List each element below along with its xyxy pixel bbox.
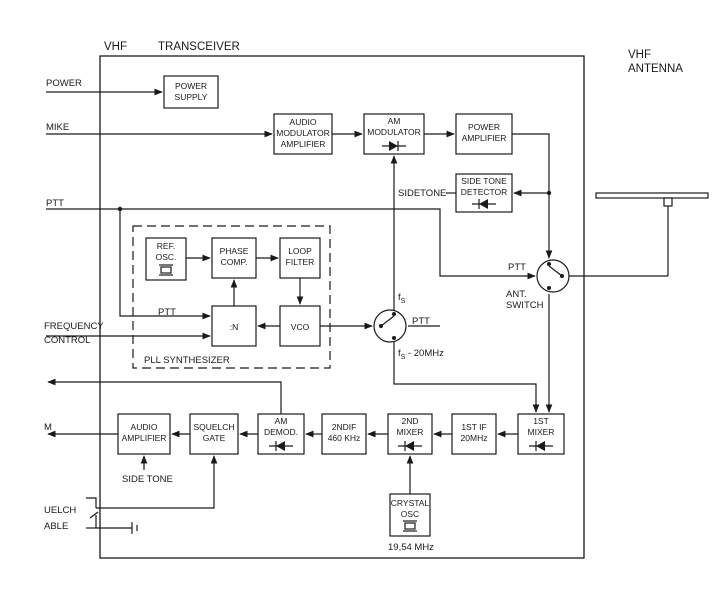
crystal-freq-label: 19,54 MHz <box>388 542 434 553</box>
am-demod-block: AM DEMOD. <box>257 413 305 455</box>
svg-text:GATE: GATE <box>203 433 226 443</box>
svg-text:AMPLIFIER: AMPLIFIER <box>281 139 326 149</box>
audio-amplifier-block: AUDIO AMPLIFIER <box>117 413 171 455</box>
am-modulator-diode-icon <box>382 141 406 151</box>
svg-text:2NDIF: 2NDIF <box>332 422 357 432</box>
squelch-input-label: UELCH <box>44 505 76 516</box>
sidetone-label: SIDETONE <box>398 188 446 199</box>
pll-synthesizer-frame <box>132 225 331 369</box>
svg-text:AMPLIFIER: AMPLIFIER <box>122 433 167 443</box>
svg-text::N: :N <box>230 322 239 332</box>
transceiver-frame <box>99 55 585 559</box>
svg-text:DETECTOR: DETECTOR <box>461 187 508 197</box>
vhf-title: VHF <box>104 41 127 53</box>
able-input-label: ABLE <box>44 521 68 532</box>
svg-text:20MHz: 20MHz <box>461 433 488 443</box>
ref-osc-crystal-icon <box>159 264 173 276</box>
svg-text:OSC: OSC <box>401 509 419 519</box>
power-amplifier-block: POWER AMPLIFIER <box>455 113 513 155</box>
first-if-block: 1ST IF 20MHz <box>451 413 497 455</box>
svg-text:AUDIO: AUDIO <box>290 117 317 127</box>
ant-switch-label-line1: ANT. <box>506 289 527 300</box>
side-tone-diode-icon <box>472 199 496 209</box>
svg-text:AM: AM <box>275 416 288 426</box>
svg-text:MODULATOR: MODULATOR <box>276 128 330 138</box>
connections <box>46 88 553 534</box>
svg-text:OSC.: OSC. <box>156 252 177 262</box>
svg-text:PHASE: PHASE <box>220 246 249 256</box>
svg-text:COMP.: COMP. <box>221 257 248 267</box>
svg-text:2ND: 2ND <box>401 416 418 426</box>
antenna-icon <box>569 192 709 277</box>
svg-text:1ST IF: 1ST IF <box>461 422 486 432</box>
svg-text:AM: AM <box>388 116 401 126</box>
antenna-title-line2: ANTENNA <box>628 63 683 75</box>
power-input-label: POWER <box>46 78 82 89</box>
side-tone-bottom-label: SIDE TONE <box>122 474 173 485</box>
svg-text:AUDIO: AUDIO <box>131 422 158 432</box>
svg-text:LOOP: LOOP <box>288 246 312 256</box>
ref-osc-block: REF. OSC. <box>145 237 187 281</box>
ptt-switch-label: PTT <box>508 262 526 273</box>
crystal-osc-block: CRYSTAL OSC <box>389 493 431 537</box>
am-demod-diode-icon <box>269 441 293 451</box>
ptt-input-label: PTT <box>46 198 64 209</box>
ptt-vco-label: PTT <box>412 316 430 327</box>
crystal-osc-crystal-icon <box>403 520 417 532</box>
fs-minus-20mhz-label: fS - 20MHz <box>398 348 444 361</box>
first-mixer-block: 1ST MIXER <box>517 413 565 455</box>
svg-text:460 KHz: 460 KHz <box>328 433 361 443</box>
svg-text:SUPPLY: SUPPLY <box>175 92 208 102</box>
svg-text:MODULATOR: MODULATOR <box>367 127 421 137</box>
svg-text:VCO: VCO <box>291 322 310 332</box>
svg-text:1ST: 1ST <box>533 416 549 426</box>
svg-text:SIDE TONE: SIDE TONE <box>461 176 507 186</box>
loop-filter-block: LOOP FILTER <box>279 237 321 279</box>
divider-block: :N <box>211 305 257 347</box>
phase-comp-block: PHASE COMP. <box>211 237 257 279</box>
frequency-input-label: FREQUENCY <box>44 321 104 332</box>
side-tone-detector-block: SIDE TONE DETECTOR <box>455 173 513 213</box>
first-mixer-diode-icon <box>529 441 553 451</box>
control-input-label: CONTROL <box>44 335 90 346</box>
svg-text:MIXER: MIXER <box>397 427 424 437</box>
output-m-label: M <box>44 422 52 433</box>
ptt-loop-label: PTT <box>158 307 176 318</box>
vco-switch-icon <box>373 309 407 343</box>
audio-modulator-amplifier-block: AUDIO MODULATOR AMPLIFIER <box>273 113 333 155</box>
svg-text:REF.: REF. <box>157 241 175 251</box>
squelch-gate-block: SQUELCH GATE <box>189 413 239 455</box>
svg-text:POWER: POWER <box>468 122 500 132</box>
am-modulator-block: AM MODULATOR <box>363 113 425 155</box>
power-supply-block: POWER SUPPLY <box>163 75 219 109</box>
mike-input-label: MIKE <box>46 122 69 133</box>
antenna-title-line1: VHF <box>628 49 651 61</box>
svg-text:POWER: POWER <box>175 81 207 91</box>
transceiver-title: TRANSCEIVER <box>158 41 240 53</box>
svg-text:DEMOD.: DEMOD. <box>264 427 298 437</box>
svg-text:CRYSTAL: CRYSTAL <box>391 498 430 508</box>
fs-label: fS <box>398 292 406 305</box>
vco-block: VCO <box>279 305 321 347</box>
antenna-switch-icon <box>536 259 570 293</box>
svg-text:FILTER: FILTER <box>286 257 315 267</box>
pll-synthesizer-label: PLL SYNTHESIZER <box>144 355 230 366</box>
svg-text:AMPLIFIER: AMPLIFIER <box>462 133 507 143</box>
svg-text:MIXER: MIXER <box>528 427 555 437</box>
second-if-block: 2NDIF 460 KHz <box>321 413 367 455</box>
second-mixer-diode-icon <box>398 441 422 451</box>
svg-text:SQUELCH: SQUELCH <box>193 422 234 432</box>
second-mixer-block: 2ND MIXER <box>387 413 433 455</box>
ant-switch-label-line2: SWITCH <box>506 300 544 311</box>
